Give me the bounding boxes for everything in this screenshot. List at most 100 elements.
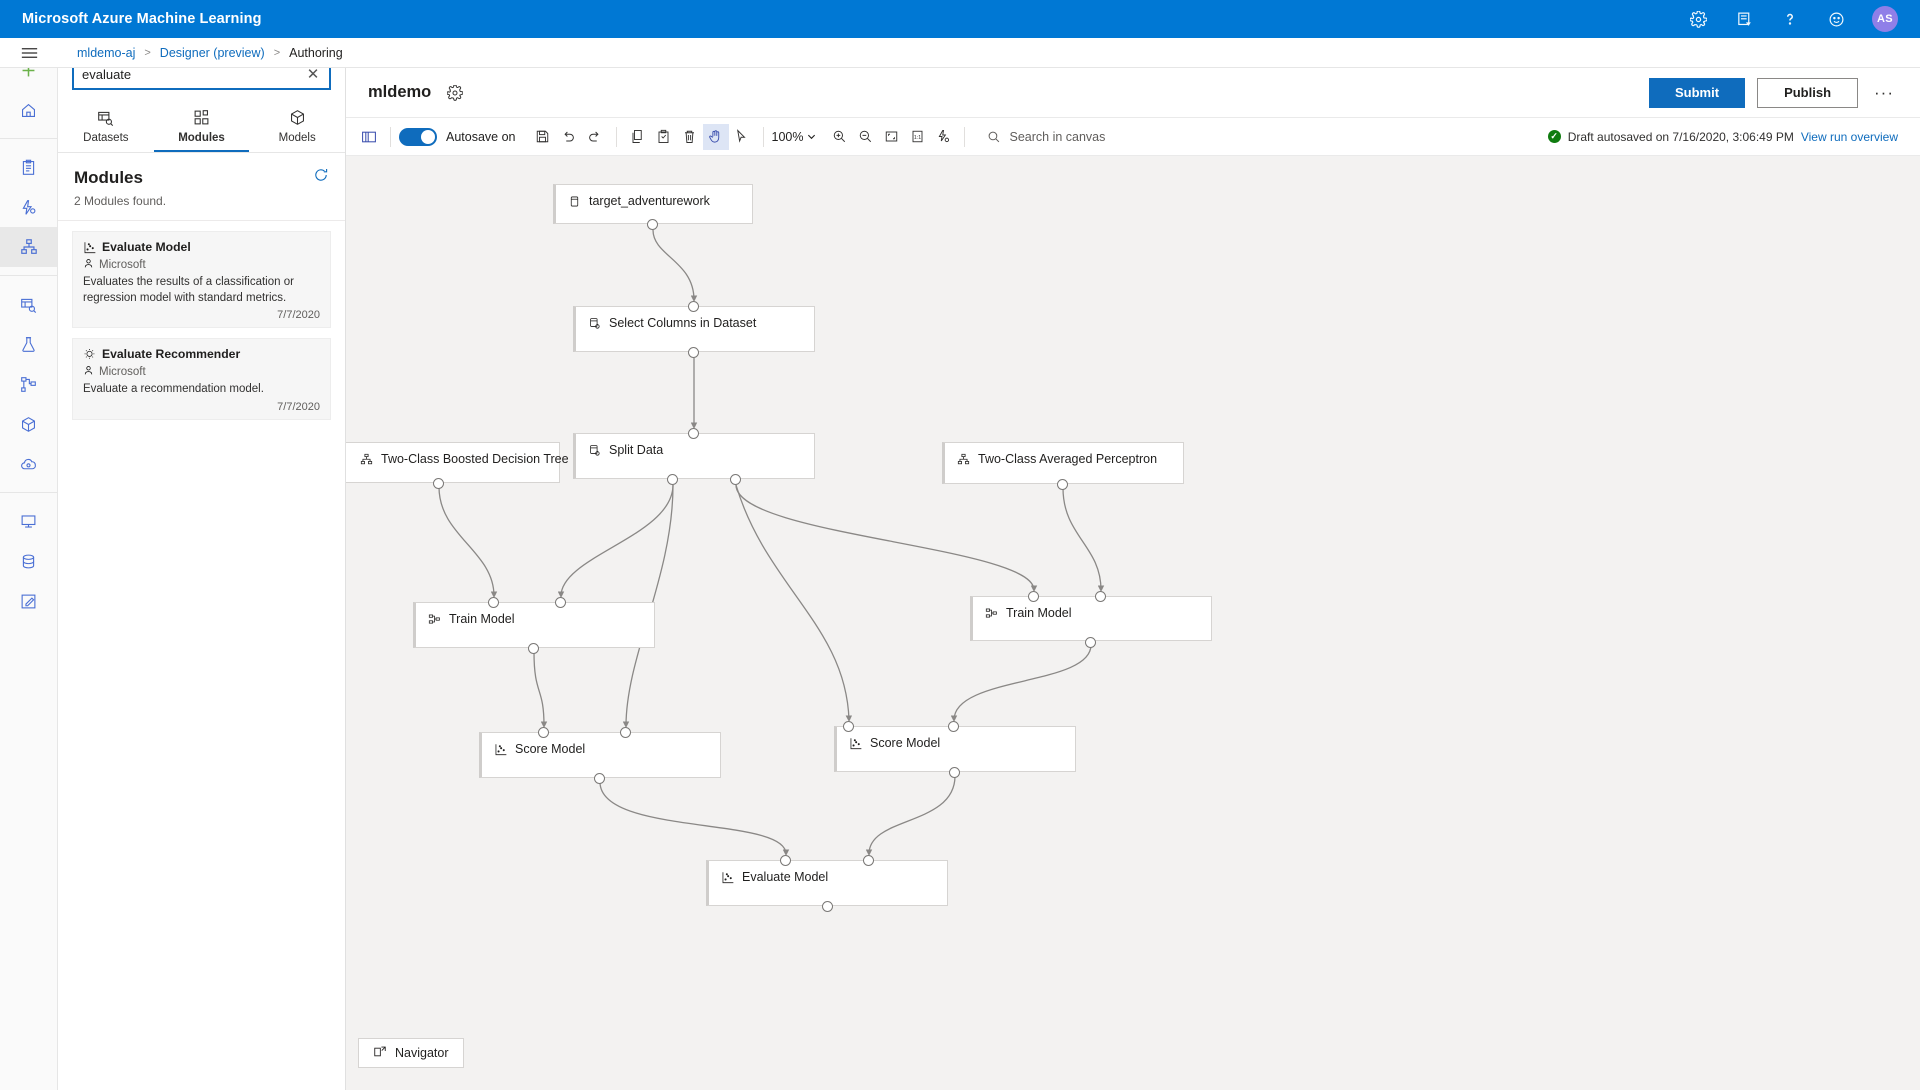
node-input-port[interactable] xyxy=(863,855,874,866)
tab-modules[interactable]: Modules xyxy=(153,102,250,152)
node-input-port[interactable] xyxy=(1095,591,1106,602)
canvas-toolbar: Autosave on xyxy=(346,118,1920,156)
refresh-icon[interactable] xyxy=(313,167,329,188)
panel-heading-row: Modules xyxy=(58,153,345,192)
sidebar-item-experiments[interactable] xyxy=(0,324,57,364)
cursor-icon[interactable] xyxy=(729,124,755,150)
node-input-port[interactable] xyxy=(948,721,959,732)
sidebar-item-models[interactable] xyxy=(0,404,57,444)
svg-text:1:1: 1:1 xyxy=(914,135,921,141)
node-evaluate-model[interactable]: Evaluate Model xyxy=(706,860,948,906)
sidebar-item-datastores[interactable] xyxy=(0,541,57,581)
node-output-port[interactable] xyxy=(730,474,741,485)
one-to-one-icon[interactable]: 1:1 xyxy=(904,124,930,150)
list-item[interactable]: Evaluate Recommender Microsoft Evaluate … xyxy=(72,338,331,420)
node-input-port[interactable] xyxy=(620,727,631,738)
node-label: Two-Class Averaged Perceptron xyxy=(978,452,1158,466)
node-input-port[interactable] xyxy=(688,428,699,439)
help-icon[interactable] xyxy=(1780,9,1800,29)
avatar[interactable]: AS xyxy=(1872,6,1898,32)
node-score-model-right[interactable]: Score Model xyxy=(834,726,1076,772)
node-input-port[interactable] xyxy=(843,721,854,732)
node-input-port[interactable] xyxy=(555,597,566,608)
modules-grid-icon xyxy=(193,109,210,129)
node-label: Split Data xyxy=(609,443,664,457)
breadcrumb: mldemo-aj > Designer (preview) > Authori… xyxy=(77,46,343,60)
feedback-note-icon[interactable] xyxy=(1734,9,1754,29)
smiley-icon[interactable] xyxy=(1826,9,1846,29)
node-input-port[interactable] xyxy=(780,855,791,866)
sidebar-item-endpoints[interactable] xyxy=(0,444,57,484)
node-output-port[interactable] xyxy=(1057,479,1068,490)
node-input-port[interactable] xyxy=(538,727,549,738)
app-header: Microsoft Azure Machine Learning xyxy=(0,0,1920,38)
canvas-search[interactable]: Search in canvas xyxy=(987,130,1105,144)
tab-models[interactable]: Models xyxy=(249,102,345,152)
node-output-port[interactable] xyxy=(688,347,699,358)
node-train-model-left[interactable]: Train Model xyxy=(413,602,655,648)
node-train-model-right[interactable]: Train Model xyxy=(970,596,1212,641)
node-output-port[interactable] xyxy=(822,901,833,912)
sidebar-item-compute[interactable] xyxy=(0,501,57,541)
hamburger-menu-icon[interactable] xyxy=(0,46,58,60)
hand-icon[interactable] xyxy=(702,123,729,150)
breadcrumb-workspace[interactable]: mldemo-aj xyxy=(77,45,136,60)
node-two-class-boosted-decision-tree[interactable]: Two-Class Boosted Decision Tree xyxy=(346,442,569,483)
node-input-port[interactable] xyxy=(688,301,699,312)
person-icon xyxy=(83,256,94,274)
node-output-port[interactable] xyxy=(647,219,658,230)
node-input-port[interactable] xyxy=(488,597,499,608)
node-select-columns-in-dataset[interactable]: Select Columns in Dataset xyxy=(573,306,815,352)
paste-icon[interactable] xyxy=(651,124,677,150)
module-author-row: Microsoft xyxy=(83,363,320,381)
node-output-port[interactable] xyxy=(667,474,678,485)
save-icon[interactable] xyxy=(530,124,556,150)
node-split-data[interactable]: Split Data xyxy=(573,433,815,479)
view-run-overview-link[interactable]: View run overview xyxy=(1800,129,1898,144)
sidebar-item-data-labeling[interactable] xyxy=(0,581,57,621)
sidebar-item-pipelines[interactable] xyxy=(0,364,57,404)
publish-button[interactable]: Publish xyxy=(1757,77,1859,108)
toolbar-divider-3 xyxy=(762,126,764,147)
node-two-class-averaged-perceptron[interactable]: Two-Class Averaged Perceptron xyxy=(942,442,1184,484)
node-input-port[interactable] xyxy=(1028,591,1039,602)
node-output-port[interactable] xyxy=(594,773,605,784)
zoom-level-dropdown[interactable]: 100% xyxy=(772,130,817,144)
submit-button[interactable]: Submit xyxy=(1649,77,1746,108)
sidebar-item-designer[interactable] xyxy=(0,227,57,267)
gear-icon[interactable] xyxy=(447,84,464,101)
more-options-button[interactable]: ··· xyxy=(1874,82,1894,102)
scatter-chart-icon xyxy=(494,743,507,756)
node-output-port[interactable] xyxy=(949,767,960,778)
redo-icon[interactable] xyxy=(582,124,608,150)
pipeline-name: mldemo xyxy=(368,83,432,101)
sidebar-item-home[interactable] xyxy=(0,90,57,130)
undo-icon[interactable] xyxy=(556,124,582,150)
module-title: Evaluate Recommender xyxy=(102,347,241,362)
node-target-adventurework[interactable]: target_adventurework xyxy=(553,184,753,224)
node-output-port[interactable] xyxy=(433,478,444,489)
copy-icon[interactable] xyxy=(625,124,651,150)
clear-search-icon[interactable]: ✕ xyxy=(306,65,320,83)
node-output-port[interactable] xyxy=(528,643,539,654)
panel-toggle-icon[interactable] xyxy=(356,124,382,150)
breadcrumb-designer[interactable]: Designer (preview) xyxy=(159,45,265,60)
zoom-out-icon[interactable] xyxy=(852,124,878,150)
tab-datasets[interactable]: Datasets xyxy=(58,102,154,152)
fit-screen-icon[interactable] xyxy=(878,124,904,150)
zoom-in-icon[interactable] xyxy=(826,124,852,150)
node-score-model-left[interactable]: Score Model xyxy=(479,732,721,778)
gear-icon[interactable] xyxy=(1688,9,1708,29)
panel-tabs: Datasets Modules Models xyxy=(58,102,345,153)
sidebar-item-datasets[interactable] xyxy=(0,284,57,324)
node-output-port[interactable] xyxy=(1085,637,1096,648)
trash-icon[interactable] xyxy=(677,124,703,150)
list-item[interactable]: Evaluate Model Microsoft Evaluates the r… xyxy=(72,231,331,329)
autosave-toggle[interactable] xyxy=(399,127,437,146)
pipeline-canvas[interactable]: target_adventurework Select Columns in D… xyxy=(346,156,1920,1090)
navigator-button[interactable]: Navigator xyxy=(358,1038,464,1068)
search-input[interactable] xyxy=(82,66,305,82)
sidebar-item-notebooks[interactable] xyxy=(0,147,57,187)
sidebar-item-automated-ml[interactable] xyxy=(0,187,57,227)
auto-layout-icon[interactable] xyxy=(930,124,956,150)
